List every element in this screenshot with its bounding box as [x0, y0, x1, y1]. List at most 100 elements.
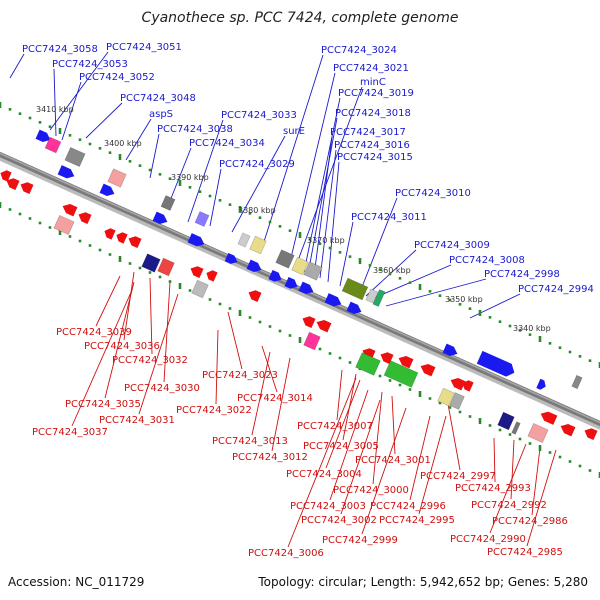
plus-gene-arrow	[268, 269, 282, 282]
scale-dot	[348, 255, 352, 258]
scale-dot	[48, 125, 52, 128]
minus-gene-label[interactable]: PCC7424_3032	[112, 355, 188, 366]
scale-dot	[378, 268, 382, 271]
scale-dot	[248, 316, 252, 319]
scale-tick-label: 3400 kbp	[104, 139, 142, 148]
scale-dot	[438, 294, 442, 297]
scale-dot	[478, 310, 482, 316]
plus-gene-label[interactable]: PCC7424_3021	[333, 63, 409, 74]
plus-gene-label[interactable]: PCC7424_3048	[120, 93, 196, 104]
plus-gene-label[interactable]: PCC7424_3009	[414, 240, 490, 251]
plus-gene-arrow	[99, 183, 115, 196]
minus-gene-label[interactable]: PCC7424_3014	[237, 393, 313, 404]
gene-block	[275, 249, 295, 269]
plus-gene-label[interactable]: PCC7424_3018	[335, 108, 411, 119]
minus-gene-label[interactable]: PCC7424_3002	[301, 515, 377, 526]
minus-gene-label[interactable]: PCC7424_3004	[286, 469, 362, 480]
minus-gene-label[interactable]: PCC7424_3030	[124, 383, 200, 394]
minus-label-leader	[372, 391, 383, 485]
minus-gene-label[interactable]: PCC7424_3037	[32, 427, 108, 438]
plus-gene-label[interactable]: PCC7424_3010	[395, 188, 471, 199]
plus-label-leader	[261, 54, 324, 249]
minus-gene-label[interactable]: PCC7424_2997	[420, 471, 496, 482]
minus-gene-label[interactable]: PCC7424_3022	[176, 405, 252, 416]
minus-gene-label[interactable]: PCC7424_3003	[290, 501, 366, 512]
minus-label-leader	[510, 439, 515, 500]
scale-dot	[158, 275, 162, 279]
gene-block	[383, 360, 419, 388]
map-title: Cyanothece sp. PCC 7424, complete genome	[142, 10, 459, 26]
scale-dot	[208, 194, 212, 198]
plus-gene-label[interactable]: PCC7424_3024	[321, 45, 397, 56]
minus-gene-label[interactable]: PCC7424_3001	[355, 455, 431, 466]
minus-gene-label[interactable]: PCC7424_2990	[450, 534, 526, 545]
scale-dot	[168, 177, 172, 180]
minus-gene-label[interactable]: PCC7424_2996	[370, 501, 446, 512]
minus-gene-label[interactable]: PCC7424_3036	[84, 341, 160, 352]
minus-label-leader	[531, 447, 541, 516]
scale-dot	[158, 173, 162, 176]
plus-gene-label[interactable]: minC	[360, 77, 386, 88]
plus-gene-label[interactable]: PCC7424_3019	[338, 88, 414, 99]
plus-gene-label[interactable]: surE	[283, 126, 305, 137]
plus-label-leader	[289, 72, 336, 263]
plus-gene-label[interactable]: aspS	[149, 109, 173, 120]
minus-gene-label[interactable]: PCC7424_2999	[322, 535, 398, 546]
minus-gene-label[interactable]: PCC7424_2995	[379, 515, 455, 526]
scale-dot	[508, 433, 512, 436]
minus-gene-label[interactable]: PCC7424_3031	[99, 415, 175, 426]
plus-gene-label[interactable]: PCC7424_3038	[157, 124, 233, 135]
minus-gene-arrow	[206, 270, 218, 282]
scale-dot	[148, 168, 152, 172]
plus-gene-label[interactable]: PCC7424_3034	[189, 138, 265, 149]
minus-gene-label[interactable]: PCC7424_2985	[487, 547, 563, 558]
minus-gene-label[interactable]: PCC7424_3013	[212, 436, 288, 447]
scale-dot	[398, 277, 402, 280]
minus-gene-label[interactable]: PCC7424_2992	[471, 500, 547, 511]
scale-dot	[328, 352, 332, 355]
scale-dot	[578, 464, 582, 468]
minus-gene-label[interactable]: PCC7424_3035	[65, 399, 141, 410]
minus-gene-arrow	[450, 378, 466, 391]
minus-gene-label[interactable]: PCC7424_3039	[56, 327, 132, 338]
plus-gene-label[interactable]: PCC7424_3053	[52, 59, 128, 70]
plus-gene-label[interactable]: PCC7424_3052	[79, 72, 155, 83]
plus-gene-label[interactable]: PCC7424_2998	[484, 269, 560, 280]
label-leaders	[9, 51, 557, 548]
plus-gene-label[interactable]: PCC7424_3008	[449, 255, 525, 266]
plus-gene-label[interactable]: PCC7424_3016	[334, 140, 410, 151]
minus-gene-label[interactable]: PCC7424_3007	[297, 421, 373, 432]
scale-dot	[188, 289, 192, 292]
scale-dot	[288, 334, 292, 337]
plus-gene-arrow	[57, 165, 75, 179]
scale-dot	[518, 329, 522, 332]
plus-gene-label[interactable]: PCC7424_3029	[219, 159, 295, 170]
gene-block	[511, 421, 521, 435]
minus-label-leader	[340, 399, 381, 515]
minus-label-leader	[361, 407, 407, 535]
plus-label-leader	[167, 147, 192, 207]
minus-gene-label[interactable]: PCC7424_3012	[232, 452, 308, 463]
plus-gene-label[interactable]: PCC7424_3033	[221, 110, 297, 121]
plus-gene-label[interactable]: PCC7424_3058	[22, 44, 98, 55]
minus-gene-label[interactable]: PCC7424_3006	[248, 548, 324, 559]
plus-gene-label[interactable]: PCC7424_3017	[330, 127, 406, 138]
plus-gene-label[interactable]: PCC7424_3011	[351, 212, 427, 223]
minus-gene-label[interactable]: PCC7424_3000	[333, 485, 409, 496]
minus-gene-label[interactable]: PCC7424_2993	[455, 483, 531, 494]
plus-gene-label[interactable]: PCC7424_3051	[106, 42, 182, 53]
scale-dot	[508, 324, 512, 328]
plus-gene-label[interactable]: PCC7424_3015	[337, 152, 413, 163]
gene-block	[527, 422, 549, 444]
plus-gene-label[interactable]: PCC7424_2994	[518, 284, 594, 295]
plus-label-leader	[385, 278, 487, 307]
scale-dot	[288, 229, 292, 232]
scale-dot	[298, 232, 302, 238]
gene-block	[365, 288, 379, 304]
minus-gene-label[interactable]: PCC7424_3005	[303, 441, 379, 452]
plus-gene-arrow	[152, 211, 168, 224]
minus-gene-label[interactable]: PCC7424_2986	[492, 516, 568, 527]
minus-gene-label[interactable]: PCC7424_3023	[202, 370, 278, 381]
